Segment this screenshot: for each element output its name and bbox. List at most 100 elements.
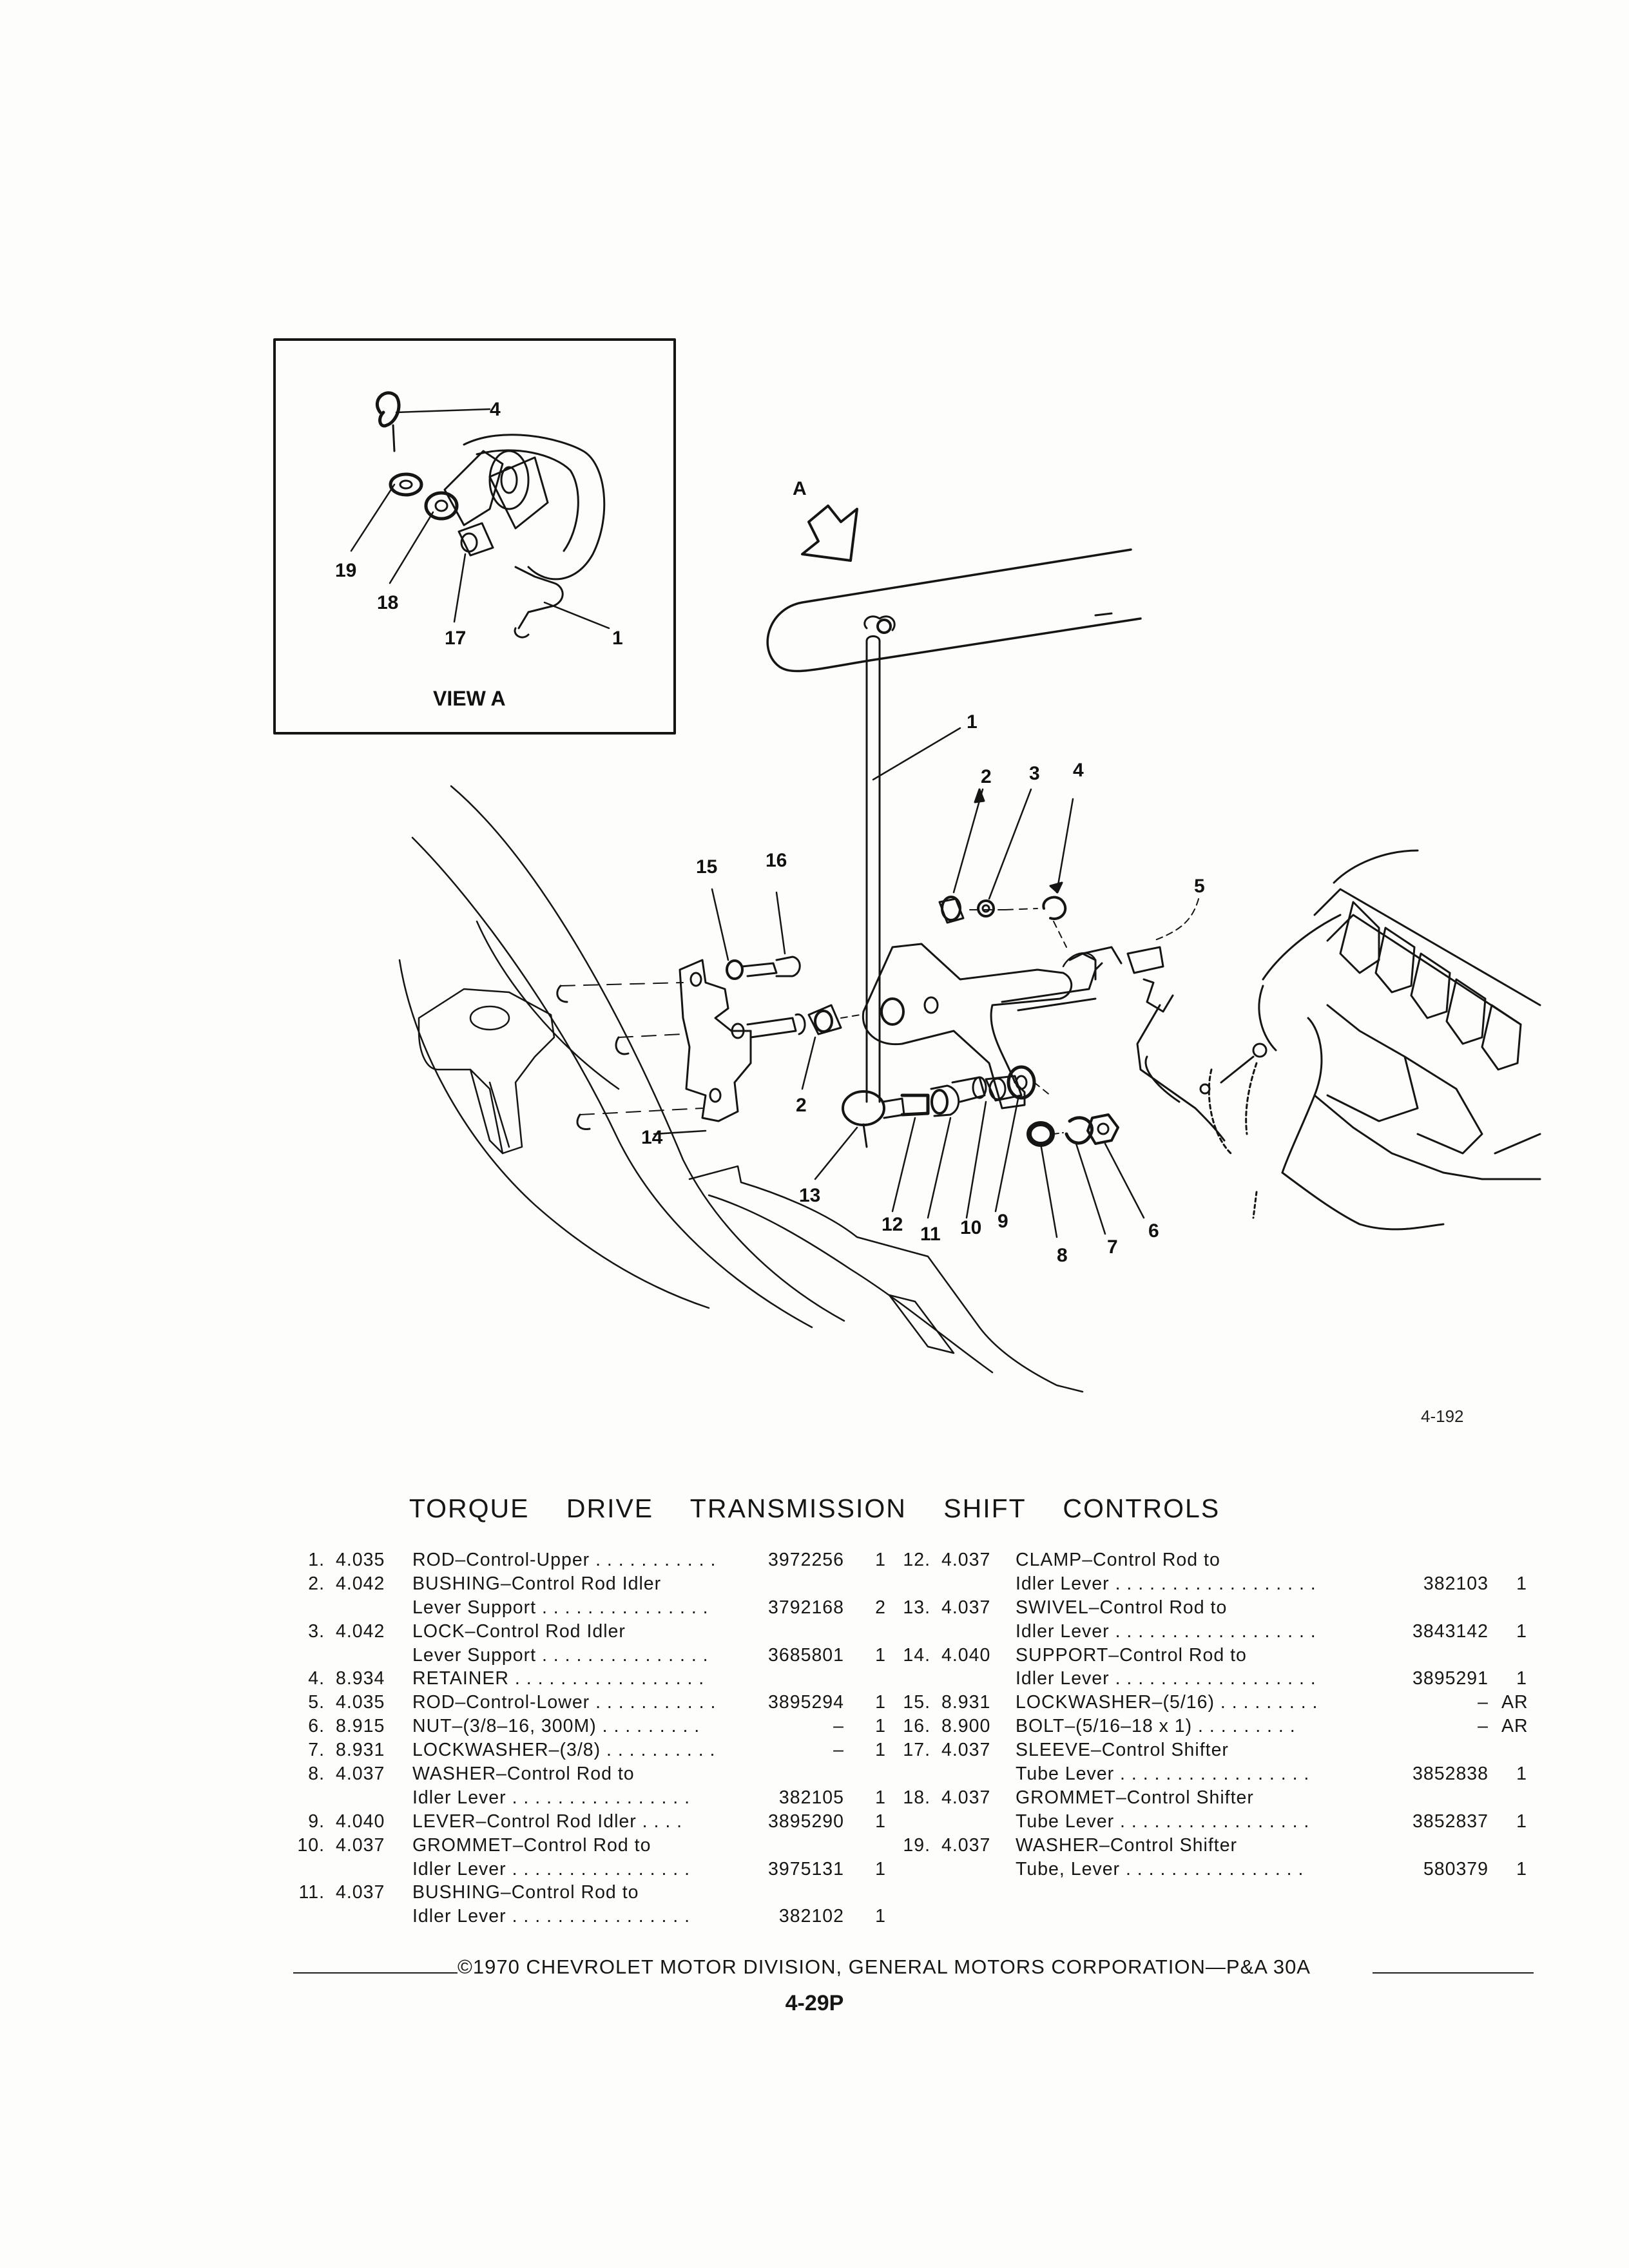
group-number: 4.042 — [336, 1573, 385, 1594]
group-number: 8.934 — [336, 1668, 385, 1689]
item-number: 17. — [903, 1740, 930, 1761]
part-description: BOLT–(5/16–18 x 1) . . . . . . . . . — [1016, 1716, 1296, 1737]
view-arrow-label: A — [793, 478, 807, 499]
view-arrow-a: A — [793, 478, 858, 562]
group-number: 4.035 — [336, 1692, 385, 1713]
parts-row: Idler Lever . . . . . . . . . . . . . . … — [284, 1786, 928, 1810]
view-a-label: VIEW A — [433, 687, 506, 710]
item-number: 10. — [297, 1834, 325, 1856]
parts-row: Idler Lever . . . . . . . . . . . . . . … — [889, 1572, 1534, 1596]
part-description: Tube Lever . . . . . . . . . . . . . . .… — [1016, 1763, 1310, 1785]
part-description: WASHER–Control Shifter — [1016, 1834, 1238, 1856]
part-description: NUT–(3/8–16, 300M) . . . . . . . . . — [412, 1716, 700, 1737]
group-number: 4.037 — [941, 1787, 991, 1808]
part-description: Idler Lever . . . . . . . . . . . . . . … — [1016, 1668, 1316, 1689]
steering-column — [766, 548, 1142, 673]
part-number: 580379 — [1423, 1858, 1489, 1879]
quantity: 1 — [875, 1858, 886, 1879]
part-description: Idler Lever . . . . . . . . . . . . . . … — [1016, 1573, 1316, 1594]
copyright-footer: ©1970 CHEVROLET MOTOR DIVISION, GENERAL … — [293, 1956, 1534, 1981]
callout-15: 15 — [696, 856, 717, 878]
view-a-callout-19: 19 — [335, 560, 356, 581]
figure-number: 4-192 — [1421, 1407, 1464, 1426]
quantity: 1 — [1516, 1573, 1527, 1594]
part-description: LOCKWASHER–(3/8) . . . . . . . . . . — [412, 1740, 716, 1761]
callout-2: 2 — [981, 766, 992, 787]
part-number: 3852837 — [1412, 1811, 1489, 1832]
quantity: 1 — [1516, 1620, 1527, 1642]
item-number: 3. — [308, 1620, 325, 1642]
callout-1: 1 — [967, 711, 978, 733]
view-a-callout-17: 17 — [445, 628, 466, 649]
group-number: 8.931 — [336, 1740, 385, 1761]
item-number: 5. — [308, 1692, 325, 1713]
part-number: 3895290 — [768, 1811, 844, 1832]
callout-5: 5 — [1194, 876, 1205, 897]
part-number: – — [833, 1716, 844, 1737]
footer-text: ©1970 CHEVROLET MOTOR DIVISION, GENERAL … — [458, 1956, 1311, 1978]
lower-fasteners: 13 12 11 10 9 8 7 6 — [799, 1065, 1159, 1266]
callout-3: 3 — [1029, 763, 1040, 784]
group-number: 4.037 — [941, 1597, 991, 1618]
quantity: 1 — [875, 1692, 886, 1713]
item-number: 8. — [308, 1763, 325, 1785]
quantity: 1 — [875, 1906, 886, 1927]
quantity: AR — [1501, 1692, 1528, 1713]
item-number: 2. — [308, 1573, 325, 1594]
item-number: 19. — [903, 1834, 930, 1856]
part-number: 3975131 — [768, 1858, 844, 1879]
part-description: LOCKWASHER–(5/16) . . . . . . . . . — [1016, 1692, 1318, 1713]
part-description: CLAMP–Control Rod to — [1016, 1550, 1220, 1570]
page-number: 4-29P — [785, 1991, 844, 2015]
part-number: 382103 — [1423, 1573, 1489, 1594]
view-a-callout-18: 18 — [377, 592, 398, 613]
callout-4: 4 — [1073, 760, 1084, 781]
quantity: 1 — [1516, 1668, 1527, 1689]
callout-8: 8 — [1057, 1245, 1068, 1266]
part-number: 382102 — [778, 1906, 844, 1927]
group-number: 4.040 — [336, 1811, 385, 1832]
item-number: 15. — [903, 1692, 930, 1713]
part-description: RETAINER . . . . . . . . . . . . . . . .… — [412, 1668, 705, 1689]
part-description: LOCK–Control Rod Idler — [412, 1620, 626, 1642]
footer-rule-right — [1373, 1972, 1534, 1974]
part-number: 3895291 — [1412, 1668, 1489, 1689]
callout-6: 6 — [1148, 1220, 1159, 1242]
part-number: 3895294 — [768, 1692, 844, 1713]
part-description: GROMMET–Control Shifter — [1016, 1787, 1254, 1808]
parts-row: Tube Lever . . . . . . . . . . . . . . .… — [889, 1810, 1534, 1834]
part-description: LEVER–Control Rod Idler . . . . — [412, 1811, 683, 1832]
part-description: GROMMET–Control Rod to — [412, 1834, 651, 1856]
part-number: 3852838 — [1412, 1763, 1489, 1785]
upper-control-rod: 1 — [863, 615, 978, 1103]
callout-14: 14 — [641, 1127, 663, 1148]
parts-row: Idler Lever . . . . . . . . . . . . . . … — [889, 1620, 1534, 1644]
part-description: SUPPORT–Control Rod to — [1016, 1644, 1247, 1666]
group-number: 8.900 — [941, 1716, 991, 1737]
group-number: 4.037 — [941, 1550, 991, 1570]
view-a-inset: 4 19 18 17 1 VIEW A — [273, 338, 676, 735]
group-number: 4.035 — [336, 1550, 385, 1570]
part-number: – — [833, 1740, 844, 1761]
part-number: 3792168 — [768, 1597, 844, 1618]
quantity: 1 — [875, 1787, 886, 1808]
quantity: 1 — [875, 1740, 886, 1761]
quantity: 1 — [875, 1811, 886, 1832]
callout-13: 13 — [799, 1185, 820, 1206]
item-number: 14. — [903, 1644, 930, 1666]
part-description: Idler Lever . . . . . . . . . . . . . . … — [1016, 1620, 1316, 1642]
group-number: 4.037 — [336, 1763, 385, 1785]
parts-row: Tube Lever . . . . . . . . . . . . . . .… — [889, 1762, 1534, 1786]
quantity: 1 — [875, 1644, 886, 1666]
group-number: 4.037 — [941, 1740, 991, 1761]
